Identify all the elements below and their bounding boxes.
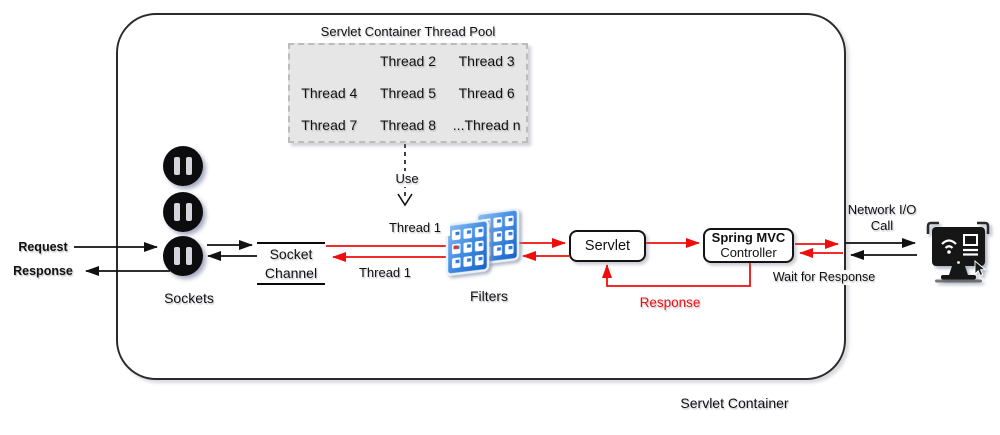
- socket-icon: [163, 146, 203, 186]
- thread1-bottom-label: Thread 1: [350, 265, 420, 281]
- servlet-label: Servlet: [584, 238, 631, 254]
- network-io-line2: Call: [870, 217, 894, 233]
- socket-icon: [163, 192, 203, 232]
- filters-icon: [445, 208, 520, 276]
- socket-channel-line2: Channel: [264, 264, 318, 281]
- spring-mvc-line2: Controller: [720, 244, 777, 260]
- wait-for-response-label: Wait for Response: [766, 270, 882, 285]
- servlet-container-frame: [116, 13, 846, 380]
- servlet-node: Servlet: [569, 230, 646, 262]
- spring-mvc-line1: Spring MVC: [711, 229, 786, 245]
- thread1-top-label: Thread 1: [380, 220, 450, 236]
- computer-icon: [926, 221, 990, 283]
- use-label: Use: [386, 171, 428, 187]
- response-loop-label: Response: [639, 295, 701, 310]
- response-left-label: Response: [13, 264, 73, 278]
- sockets-label: Sockets: [147, 290, 231, 307]
- thread-pool-cell: Thread 2: [379, 53, 437, 69]
- response-loop-arrow: [602, 263, 751, 287]
- socket-icon: [163, 236, 203, 276]
- network-io-label: Network I/O Call: [838, 202, 926, 233]
- servlet-container-label: Servlet Container: [680, 395, 789, 411]
- request-label: Request: [18, 240, 68, 254]
- thread-pool-cell: Thread 6: [458, 85, 515, 101]
- thread-pool-cell: Thread 3: [458, 53, 515, 69]
- use-arrowhead: [397, 193, 413, 207]
- thread-pool-cell: Thread 8: [379, 117, 437, 133]
- spring-mvc-node: Spring MVC Controller: [703, 228, 794, 263]
- thread-pool-cell: ...Thread n: [452, 117, 521, 133]
- thread-pool-cell: Thread 7: [301, 117, 358, 133]
- thread-pool-box: Thread 2 Thread 3 Thread 4 Thread 5 Thre…: [288, 43, 528, 143]
- thread-pool-cell: Thread 5: [379, 85, 437, 101]
- thread-pool-title: Servlet Container Thread Pool: [320, 24, 496, 39]
- thread-pool-cell: [290, 45, 369, 77]
- socket-channel-line1: Socket: [269, 246, 313, 263]
- network-io-line1: Network I/O: [847, 202, 917, 217]
- filters-label: Filters: [455, 288, 523, 305]
- socket-channel-node: Socket Channel: [257, 242, 325, 285]
- thread-pool-cell: Thread 4: [301, 85, 358, 101]
